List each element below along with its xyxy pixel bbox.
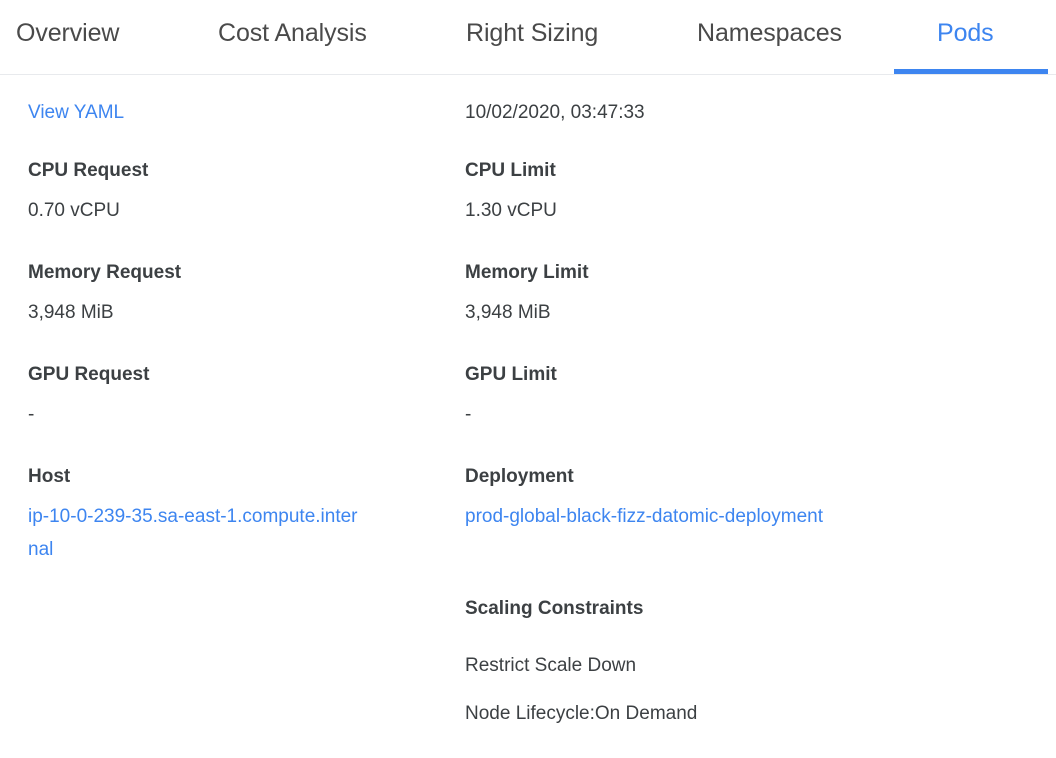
active-tab-indicator [894,69,1048,74]
field-memory-limit: Memory Limit 3,948 MiB [465,260,589,329]
field-value-gpu-limit: - [465,404,472,425]
field-host: Host ip-10-0-239-35.sa-east-1.compute.in… [28,464,358,566]
field-value-cpu-request: 0.70 vCPU [28,200,120,221]
tab-cost-analysis[interactable]: Cost Analysis [218,19,367,47]
field-value-memory-limit: 3,948 MiB [465,302,551,323]
tab-pods[interactable]: Pods [937,19,994,47]
tab-right-sizing[interactable]: Right Sizing [466,19,599,47]
constraint-item-node-lifecycle: Node Lifecycle:On Demand [465,703,698,724]
field-gpu-request: GPU Request - [28,362,149,431]
tab-namespaces[interactable]: Namespaces [697,19,842,47]
field-label-gpu-limit: GPU Limit [465,364,557,385]
tab-bar: Overview Cost Analysis Right Sizing Name… [0,0,1056,75]
field-value-gpu-request: - [28,404,35,425]
field-label-gpu-request: GPU Request [28,364,150,385]
field-label-deployment: Deployment [465,466,574,487]
tab-overview[interactable]: Overview [16,19,120,47]
field-label-cpu-limit: CPU Limit [465,160,556,181]
field-label-cpu-request: CPU Request [28,160,149,181]
field-value-cpu-limit: 1.30 vCPU [465,200,557,221]
scaling-constraints-title: Scaling Constraints [465,598,644,619]
field-label-memory-limit: Memory Limit [465,262,589,283]
field-value-memory-request: 3,948 MiB [28,302,114,323]
deployment-link[interactable]: prod-global-black-fizz-datomic-deploymen… [465,506,823,527]
pod-timestamp: 10/02/2020, 03:47:33 [465,102,645,123]
field-label-host: Host [28,466,71,487]
host-link[interactable]: ip-10-0-239-35.sa-east-1.compute.interna… [28,506,358,560]
constraint-item-restrict-scale-down: Restrict Scale Down [465,655,637,676]
field-cpu-limit: CPU Limit 1.30 vCPU [465,158,557,227]
field-view-yaml: View YAML [28,96,124,129]
field-memory-request: Memory Request 3,948 MiB [28,260,181,329]
field-timestamp: 10/02/2020, 03:47:33 [465,96,645,129]
scaling-constraints-section: Scaling Constraints Restrict Scale Down … [465,596,843,727]
view-yaml-link[interactable]: View YAML [28,102,125,123]
field-label-memory-request: Memory Request [28,262,182,283]
field-gpu-limit: GPU Limit - [465,362,557,431]
field-deployment: Deployment prod-global-black-fizz-datomi… [465,464,843,533]
field-cpu-request: CPU Request 0.70 vCPU [28,158,148,227]
